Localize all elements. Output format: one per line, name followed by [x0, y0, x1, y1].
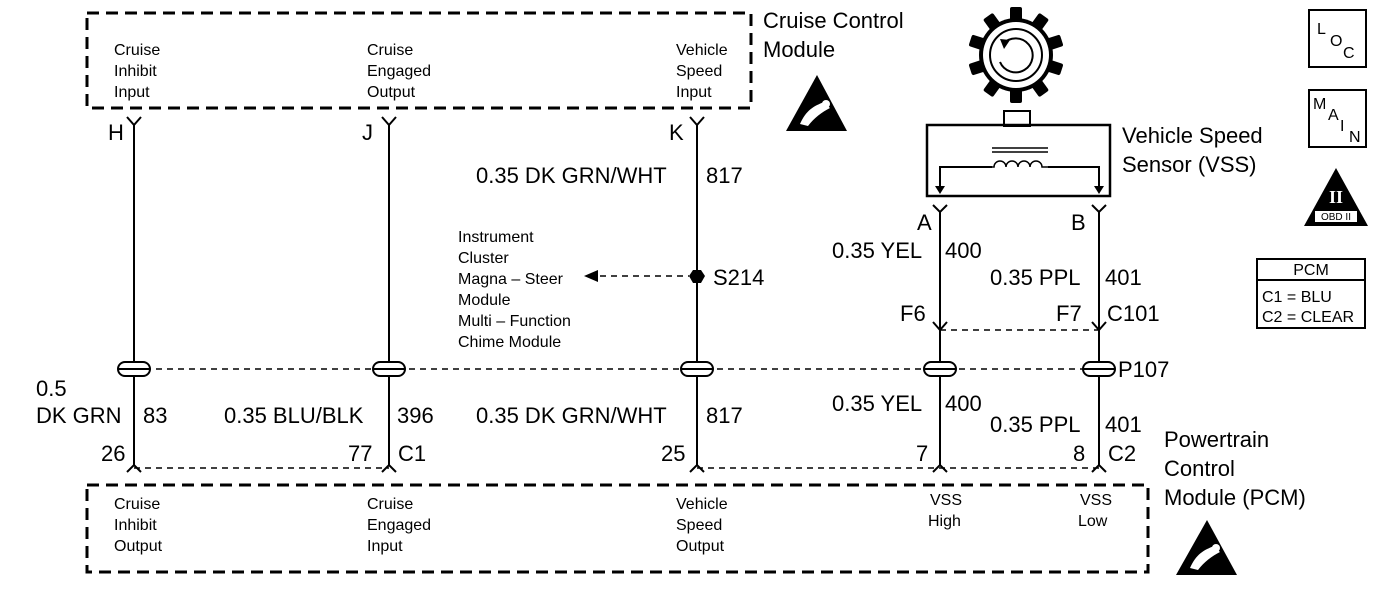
wire-a-lower-circuit: 400	[945, 391, 982, 416]
wire-b-upper-circuit: 401	[1105, 265, 1142, 290]
wire-k-lower-color: 0.35 DK GRN/WHT	[476, 403, 667, 428]
p107-pin-a	[923, 361, 957, 377]
cruise-pin-h-label: H	[108, 120, 124, 145]
gear-icon	[969, 7, 1063, 103]
arrow-down-icon	[1094, 186, 1104, 194]
p107-pin-k	[680, 361, 714, 377]
svg-text:II: II	[1329, 187, 1343, 207]
terminal-h	[126, 116, 142, 127]
svg-text:L: L	[1317, 21, 1326, 38]
arrow-left-icon	[584, 270, 598, 282]
pcm-box	[85, 483, 1150, 574]
main-icon: M A I N	[1308, 89, 1367, 148]
wire-h-lower-circuit: 83	[143, 403, 167, 428]
pcm-pin-26-desc: Cruise Inhibit Output	[114, 496, 165, 555]
wire-a-upper-circuit: 400	[945, 238, 982, 263]
legend-row-c2: C2 = CLEAR	[1262, 309, 1354, 326]
wire-a-lower-color: 0.35 YEL	[832, 391, 922, 416]
wire-b-lower-color: 0.35 PPL	[990, 412, 1081, 437]
wire-h-lower-color: 0.5 DK GRN	[36, 376, 122, 428]
pcm-connector-legend: PCM C1 = BLU C2 = CLEAR	[1256, 258, 1366, 329]
p107-label: P107	[1118, 357, 1169, 382]
pcm-pin-8: 8	[1073, 441, 1085, 466]
vss-internal-b	[1048, 166, 1100, 187]
svg-text:A: A	[1328, 107, 1339, 124]
svg-text:OBD II: OBD II	[1321, 212, 1351, 223]
terminal-7	[932, 463, 948, 473]
svg-text:C: C	[1343, 45, 1355, 62]
vss-title: Vehicle Speed Sensor (VSS)	[1122, 123, 1269, 177]
legend-title: PCM	[1293, 262, 1329, 279]
wire-k-lower-circuit: 817	[706, 403, 743, 428]
wire-b-lower-circuit: 401	[1105, 412, 1142, 437]
terminal-8	[1091, 463, 1107, 473]
pcm-pin-7-desc: VSS High	[928, 492, 966, 530]
vss-pin-a-label: A	[917, 210, 932, 235]
pcm-pin-77: 77	[348, 441, 372, 466]
wire-j-lower-color: 0.35 BLU/BLK	[224, 403, 364, 428]
c101-pin-f7: F7	[1056, 301, 1082, 326]
pcm-pin-25-desc: Vehicle Speed Output	[676, 496, 732, 555]
p107-pin-h	[117, 361, 151, 377]
terminal-b	[1091, 204, 1107, 214]
vss-internal-a	[939, 166, 992, 187]
terminal-25	[689, 463, 705, 473]
vss-sensor-box	[925, 123, 1112, 198]
cruise-pin-k-label: K	[669, 120, 684, 145]
splice-s214-node	[689, 270, 705, 283]
splice-s214-label: S214	[713, 265, 764, 290]
cruise-pin-h-desc: Cruise Inhibit Input	[114, 42, 165, 101]
terminal-a	[932, 204, 948, 214]
obd-ii-icon: II OBD II	[1304, 168, 1368, 226]
vss-pin-b-label: B	[1071, 210, 1086, 235]
esd-warning-icon	[1176, 520, 1237, 575]
legend-row-c1: C1 = BLU	[1262, 289, 1332, 306]
coil-icon	[992, 147, 1048, 168]
cruise-control-module-title: Cruise Control Module	[763, 8, 910, 62]
terminal-k	[689, 116, 705, 127]
pcm-connector-c1: C1	[398, 441, 426, 466]
pcm-title: Powertrain Control Module (PCM)	[1164, 427, 1306, 510]
terminal-77	[381, 463, 397, 473]
pcm-connector-c2: C2	[1108, 441, 1136, 466]
svg-text:M: M	[1313, 96, 1326, 113]
svg-text:O: O	[1330, 33, 1342, 50]
wire-k-upper-color: 0.35 DK GRN/WHT	[476, 163, 667, 188]
cruise-control-module-box	[85, 11, 753, 110]
c101-label: C101	[1107, 301, 1160, 326]
arrow-down-icon	[935, 186, 945, 194]
p107-pin-b	[1082, 361, 1116, 377]
wire-k-upper-circuit: 817	[706, 163, 743, 188]
loc-icon: L O C	[1308, 9, 1367, 68]
c101-pin-f6: F6	[900, 301, 926, 326]
pcm-pin-25: 25	[661, 441, 685, 466]
cruise-pin-j-desc: Cruise Engaged Output	[367, 42, 436, 101]
terminal-26	[126, 463, 142, 473]
terminal-j	[381, 116, 397, 127]
svg-text:N: N	[1349, 129, 1361, 146]
p107-pin-j	[372, 361, 406, 377]
wire-b-upper-color: 0.35 PPL	[990, 265, 1081, 290]
wire-j-lower-circuit: 396	[397, 403, 434, 428]
pcm-pin-7: 7	[916, 441, 928, 466]
svg-text:I: I	[1340, 118, 1344, 135]
pcm-pin-77-desc: Cruise Engaged Input	[367, 496, 436, 555]
pcm-pin-26: 26	[101, 441, 125, 466]
pcm-pin-8-desc: VSS Low	[1078, 492, 1116, 530]
cruise-pin-j-label: J	[362, 120, 373, 145]
esd-warning-icon	[786, 75, 847, 131]
splice-destinations: Instrument Cluster Magna – Steer Module …	[458, 229, 575, 351]
wire-a-upper-color: 0.35 YEL	[832, 238, 922, 263]
cruise-pin-k-desc: Vehicle Speed Input	[676, 42, 732, 101]
